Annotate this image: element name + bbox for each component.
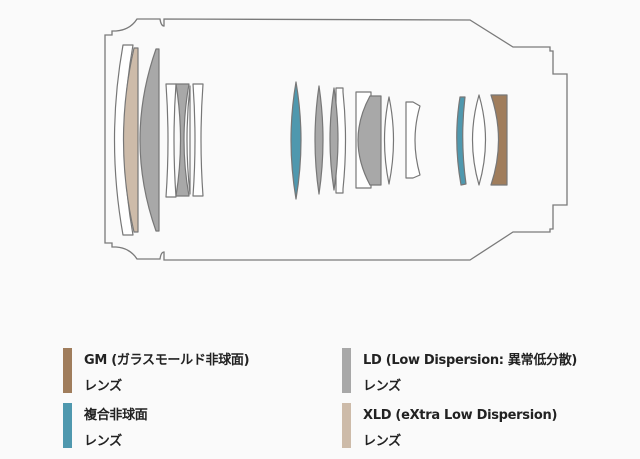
legend-swatch-aspherical: [63, 403, 72, 448]
lens-element-clear: [383, 96, 395, 185]
legend-label: 複合非球面: [84, 408, 148, 423]
lens-element-clear: [186, 85, 191, 195]
legend-item-gm: GM (ガラスモールド非球面) レンズ: [63, 348, 250, 400]
legend-item-ld: LD (Low Dispersion: 異常低分散) レンズ: [342, 348, 577, 400]
lens-element-clear: [471, 94, 487, 186]
lens-element-gm: [490, 94, 508, 186]
lens-element-clear: [335, 87, 347, 194]
lens-element-ld: [357, 95, 382, 186]
legend-item-aspherical: 複合非球面レンズ: [63, 403, 148, 455]
lens-element-xld: [122, 47, 139, 233]
legend-label: XLD (eXtra Low Dispersion): [363, 408, 558, 423]
lens-element-ld: [329, 87, 339, 191]
lens-element-clear: [405, 101, 421, 179]
lens-element-clear: [165, 83, 177, 198]
legend-label: レンズ: [84, 379, 122, 394]
legend-label: レンズ: [363, 434, 401, 449]
legend-item-xld: XLD (eXtra Low Dispersion) レンズ: [342, 403, 557, 455]
lens-element-ld: [175, 83, 190, 197]
legend-swatch-ld: [342, 348, 351, 393]
lens-element-clear: [192, 83, 204, 197]
legend-label: GM (ガラスモールド非球面): [84, 353, 250, 368]
legend-label: レンズ: [84, 434, 122, 449]
lens-element-aspherical: [290, 81, 302, 200]
lens-element-aspherical: [456, 96, 467, 186]
legend-swatch-xld: [342, 403, 351, 448]
lens-barrel-outline: [104, 18, 568, 261]
legend-label: レンズ: [363, 379, 401, 394]
legend-swatch-gm: [63, 348, 72, 393]
lens-element-ld: [139, 48, 160, 232]
legend-label: LD (Low Dispersion: 異常低分散): [363, 353, 578, 368]
lens-element-ld: [314, 85, 324, 195]
